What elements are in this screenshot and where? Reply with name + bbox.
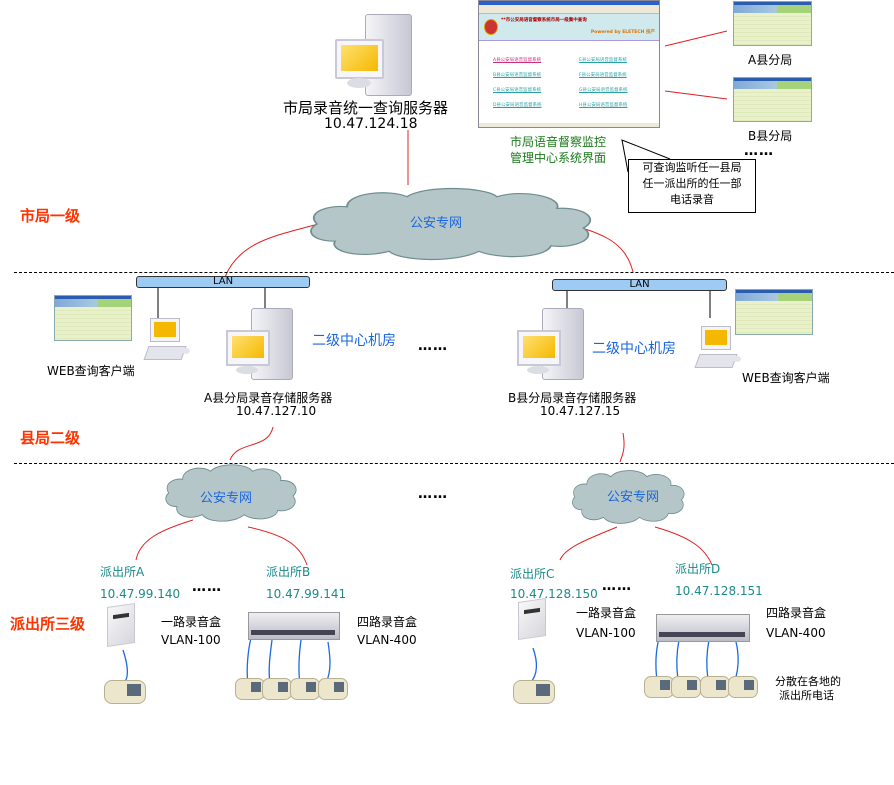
four-way-label-a: 四路录音盒 bbox=[357, 615, 418, 629]
ellipsis-county: …… bbox=[418, 338, 448, 354]
cloud-main-label: 公安专网 bbox=[410, 216, 463, 231]
county-a-room-label: 二级中心机房 bbox=[312, 333, 396, 349]
link-ui-b bbox=[664, 90, 728, 100]
county-b-server-ip: 10.47.127.15 bbox=[540, 404, 621, 418]
telephone-icon bbox=[700, 676, 730, 698]
telephone-icon bbox=[728, 676, 758, 698]
four-way-vlan-a: VLAN-400 bbox=[357, 633, 417, 647]
four-way-recorder-icon bbox=[248, 612, 340, 640]
branch-more-ellipsis: …… bbox=[744, 143, 774, 159]
telephone-icon bbox=[262, 678, 292, 700]
telephone-icon bbox=[318, 678, 348, 700]
ellipsis-station-cd: …… bbox=[602, 578, 632, 594]
police-badge-icon bbox=[484, 19, 498, 35]
station-d-name: 派出所D bbox=[675, 562, 721, 576]
city-server-name: 市局录音统一查询服务器 bbox=[283, 99, 449, 117]
telephone-icon bbox=[235, 678, 265, 700]
ellipsis-station-ab: …… bbox=[192, 579, 222, 595]
mgmt-link: C县公安局语音监督系统 bbox=[493, 88, 542, 93]
station-c-name: 派出所C bbox=[510, 567, 555, 581]
link-cloud-lan-a bbox=[224, 223, 319, 278]
mgmt-link: F县公安局语音监督系统 bbox=[579, 73, 627, 78]
county-b-room-label: 二级中心机房 bbox=[592, 341, 676, 357]
county-a-server-icon bbox=[226, 308, 296, 380]
telephone-icon bbox=[513, 680, 555, 704]
county-a-server-ip: 10.47.127.10 bbox=[236, 404, 317, 418]
city-server-icon bbox=[335, 14, 415, 96]
ellipsis-station-mid: …… bbox=[418, 486, 448, 502]
level-label-county: 县局二级 bbox=[20, 429, 81, 447]
telephone-icon bbox=[644, 676, 674, 698]
station-d-ip: 10.47.128.151 bbox=[675, 584, 763, 598]
cloud-b-label: 公安专网 bbox=[607, 490, 660, 505]
station-b-ip: 10.47.99.141 bbox=[266, 587, 347, 601]
phones-note-1: 分散在各地的 bbox=[775, 675, 841, 688]
one-way-label-c: 一路录音盒 bbox=[576, 606, 637, 620]
station-a-name: 派出所A bbox=[100, 565, 145, 579]
station-b-name: 派出所B bbox=[266, 565, 311, 579]
mgmt-link: A县公安局语音监督系统 bbox=[493, 58, 542, 63]
level-label-city: 市局一级 bbox=[20, 207, 81, 225]
telephone-icon bbox=[671, 676, 701, 698]
mgmt-link: E县公安局语音监督系统 bbox=[579, 58, 627, 63]
lan-bar-b: LAN bbox=[552, 279, 727, 291]
mgmt-link: B县公安局语音监督系统 bbox=[493, 73, 542, 78]
callout-note: 可查询监听任一县局 任一派出所的任一部 电话录音 bbox=[628, 159, 756, 213]
one-way-recorder-icon bbox=[518, 598, 546, 640]
lan-bar-a: LAN bbox=[136, 276, 310, 288]
link-ui-a bbox=[664, 30, 728, 47]
one-way-vlan-c: VLAN-100 bbox=[576, 626, 636, 640]
one-way-vlan-a: VLAN-100 bbox=[161, 633, 221, 647]
county-b-server-icon bbox=[517, 308, 587, 380]
link-county-b-cloud bbox=[619, 432, 625, 463]
divider-county-station bbox=[14, 463, 894, 464]
mgmt-ui-screenshot: **市公安局语音督察系统市局一级集中查询 Powered by ELETECH … bbox=[478, 0, 660, 128]
telephone-icon bbox=[104, 680, 146, 704]
branch-a-label: A县分局 bbox=[748, 53, 793, 67]
county-a-client-label: WEB查询客户端 bbox=[47, 364, 135, 378]
cloud-a-label: 公安专网 bbox=[200, 491, 253, 506]
telephone-icon bbox=[290, 678, 320, 700]
one-way-label-a: 一路录音盒 bbox=[161, 615, 222, 629]
level-label-station: 派出所三级 bbox=[10, 615, 86, 633]
mgmt-link: H县公安局语音监督系统 bbox=[579, 103, 628, 108]
county-b-client-label: WEB查询客户端 bbox=[742, 371, 830, 385]
county-b-server-name: B县分局录音存储服务器 bbox=[508, 391, 637, 405]
four-way-vlan-c: VLAN-400 bbox=[766, 626, 826, 640]
one-way-recorder-icon bbox=[107, 603, 135, 647]
desktop-pc-icon bbox=[143, 318, 192, 363]
mgmt-ui-caption-1: 市局语音督察监控 bbox=[510, 135, 607, 149]
county-a-client-screenshot bbox=[54, 295, 132, 341]
county-a-server-name: A县分局录音存储服务器 bbox=[204, 391, 333, 405]
divider-city-county bbox=[14, 272, 894, 273]
branch-b-label: B县分局 bbox=[748, 129, 793, 143]
station-a-ip: 10.47.99.140 bbox=[100, 587, 181, 601]
desktop-pc-icon bbox=[694, 326, 743, 371]
station-c-ip: 10.47.128.150 bbox=[510, 587, 598, 601]
phones-note-2: 派出所电话 bbox=[779, 689, 834, 702]
city-server-ip: 10.47.124.18 bbox=[324, 116, 418, 132]
mgmt-link: G县公安局语音监督系统 bbox=[579, 88, 628, 93]
branch-a-screenshot bbox=[733, 1, 812, 46]
mgmt-ui-caption-2: 管理中心系统界面 bbox=[510, 151, 607, 165]
branch-b-screenshot bbox=[733, 77, 812, 122]
four-way-recorder-icon bbox=[656, 614, 750, 642]
county-b-client-screenshot bbox=[735, 289, 813, 335]
link-county-a-cloud bbox=[229, 426, 274, 461]
four-way-label-c: 四路录音盒 bbox=[766, 606, 827, 620]
mgmt-link: D县公安局语音监督系统 bbox=[493, 103, 542, 108]
